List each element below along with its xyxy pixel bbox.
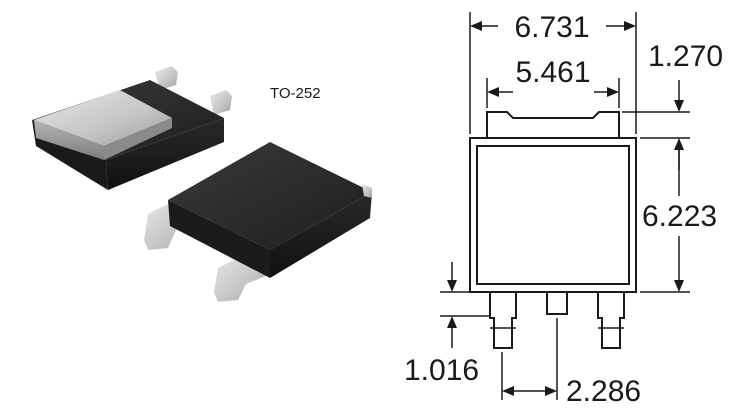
component-3d-bottom-view <box>32 66 232 190</box>
lead-tab <box>210 90 232 115</box>
dim-body-height: 6.223 <box>642 200 717 233</box>
arrowhead <box>470 21 482 31</box>
arrowhead <box>447 280 457 292</box>
package-label: TO-252 <box>270 85 321 102</box>
lead-left <box>489 292 517 349</box>
body-outline <box>469 137 637 293</box>
arrowhead <box>607 87 619 97</box>
arrowhead <box>674 280 684 292</box>
dim-lead-offset: 1.016 <box>404 354 479 387</box>
arrowhead <box>674 100 684 112</box>
arrowhead <box>487 87 499 97</box>
package-body <box>168 142 372 250</box>
dim-overall-width: 6.731 <box>514 11 589 44</box>
dim-lead-pitch: 2.286 <box>566 375 641 408</box>
lead-tab <box>155 66 178 90</box>
arrowhead <box>674 138 684 150</box>
thermal-pad <box>34 90 172 146</box>
component-3d-top-view <box>144 142 372 302</box>
center-lead <box>546 291 568 315</box>
arrowhead <box>447 316 457 328</box>
dim-tab-height: 1.270 <box>648 40 723 73</box>
arrowhead <box>502 386 514 396</box>
arrowhead <box>624 21 636 31</box>
dim-tab-width: 5.461 <box>515 56 590 89</box>
tab-outline <box>486 111 620 138</box>
lead-right <box>597 292 625 349</box>
arrowhead <box>545 386 557 396</box>
body-inner-outline <box>476 145 630 285</box>
outline-drawing: 6.731 5.461 1.270 6.223 1.016 2.286 <box>404 11 723 408</box>
